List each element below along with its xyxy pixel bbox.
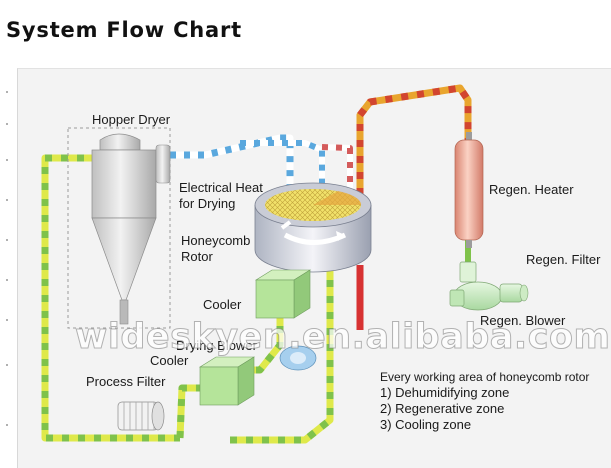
label-regen-blower: Regen. Blower	[480, 313, 566, 328]
hopper-dryer	[67, 127, 171, 329]
page-title: System Flow Chart	[6, 18, 242, 42]
regen-blower	[449, 261, 529, 311]
label-drying-blower: Drying Blower	[176, 338, 257, 353]
label-electrical-heat: Electrical Heat	[179, 180, 263, 195]
watermark: wideskyen.en.alibaba.com	[74, 317, 611, 358]
notes-item-2: 2) Regenerative zone	[380, 401, 505, 416]
notes-heading: Every working area of honeycomb rotor	[380, 370, 590, 384]
process-air-pipe	[170, 134, 353, 200]
rotor-zone-notes: Every working area of honeycomb rotor 1)…	[380, 370, 589, 433]
regen-heater	[454, 132, 484, 248]
cooler-bottom	[198, 356, 256, 406]
label-honeycomb: Honeycomb	[181, 233, 251, 248]
honeycomb-rotor	[254, 182, 372, 273]
drying-blower	[279, 345, 317, 371]
label-regen-heater: Regen. Heater	[489, 182, 574, 197]
label-cooler-bottom: Cooler	[150, 353, 189, 368]
cooler-top	[254, 269, 312, 319]
label-for-drying: for Drying	[179, 196, 236, 211]
label-process-filter: Process Filter	[86, 374, 166, 389]
edge-marks	[6, 91, 8, 426]
process-filter	[117, 401, 165, 431]
regen-pipe	[356, 84, 472, 330]
notes-item-3: 3) Cooling zone	[380, 417, 472, 432]
label-regen-filter: Regen. Filter	[526, 252, 601, 267]
notes-item-1: 1) Dehumidifying zone	[380, 385, 510, 400]
label-hopper-dryer: Hopper Dryer	[92, 112, 171, 127]
label-cooler-top: Cooler	[203, 297, 242, 312]
label-rotor: Rotor	[181, 249, 213, 264]
